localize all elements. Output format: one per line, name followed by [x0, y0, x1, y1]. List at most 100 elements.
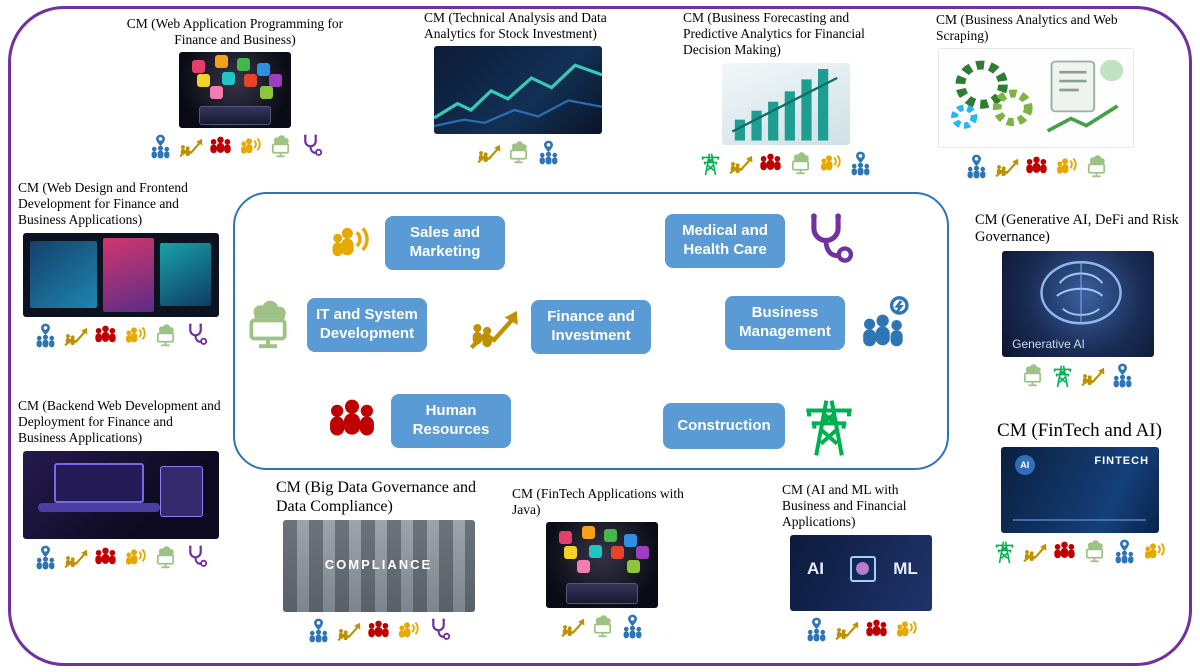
growth-chart-icon	[994, 159, 1018, 178]
sector-medical-and-health-care: Medical and Health Care	[665, 212, 855, 270]
app-tile	[624, 534, 638, 548]
location-people-icon	[851, 151, 870, 176]
app-tile	[604, 529, 618, 543]
module-sector-icons	[18, 323, 223, 348]
module-sector-icons	[930, 154, 1142, 179]
hr-people-icon	[368, 620, 389, 638]
module-thumbnail	[434, 46, 602, 135]
app-tile	[563, 546, 577, 560]
sectors-panel: Sales and Marketing Medical and Health Ca…	[233, 192, 949, 470]
growth-chart-icon	[469, 310, 518, 350]
design-panel	[102, 237, 154, 312]
power-tower-icon	[995, 541, 1014, 563]
app-tile	[192, 59, 206, 73]
module-sector-icons	[975, 363, 1180, 388]
power-tower-icon	[701, 153, 720, 175]
cloud-monitor-icon	[249, 300, 287, 349]
cloud-monitor-icon	[1087, 155, 1105, 178]
module-card: CM (Big Data Governance and Data Complia…	[276, 478, 481, 643]
growth-chart-icon	[1081, 367, 1105, 386]
module-card: CM (Backend Web Development and Deployme…	[18, 398, 223, 570]
growth-chart-icon	[729, 155, 753, 174]
module-card: CM (Technical Analysis and Data Analytic…	[424, 10, 612, 165]
announcer-people-icon	[1056, 158, 1077, 175]
thumbnail-text: FINTECH	[1094, 454, 1150, 467]
announcer-people-icon	[821, 154, 841, 171]
app-tile	[257, 63, 271, 76]
sector-label: Human Resources	[391, 394, 511, 448]
hr-people-icon	[325, 394, 379, 448]
sector-business-management: Business Management	[725, 296, 911, 350]
sector-label: IT and System Development	[307, 298, 427, 352]
app-tile	[196, 73, 210, 87]
cloud-monitor-icon	[156, 545, 175, 568]
stethoscope-icon	[189, 323, 208, 345]
cloud-monitor-icon	[1023, 364, 1042, 386]
app-tile	[214, 55, 228, 69]
location-people-icon	[1115, 539, 1134, 564]
app-tile	[581, 525, 595, 539]
module-sector-icons	[972, 539, 1187, 564]
module-title: CM (AI and ML with Business and Financia…	[782, 482, 907, 530]
cloud-monitor-icon	[509, 141, 527, 164]
cloud-monitor-icon	[271, 135, 289, 158]
module-thumbnail	[22, 232, 219, 317]
laptop-screen	[53, 462, 145, 504]
stethoscope-icon	[797, 212, 855, 270]
stethoscope-icon	[189, 545, 208, 567]
app-tile	[559, 530, 573, 544]
chip-icon	[849, 555, 876, 582]
city-backdrop	[282, 520, 475, 613]
thumbnail-text: Generative AI	[1012, 337, 1085, 352]
laptop-base	[38, 503, 160, 513]
growth-chart-icon	[64, 549, 88, 568]
design-panel	[159, 242, 211, 307]
app-tile	[588, 544, 602, 558]
cloud-monitor-icon	[1085, 540, 1104, 562]
module-thumbnail	[179, 52, 291, 129]
app-tile	[259, 85, 273, 99]
announcer-people-icon	[126, 326, 146, 343]
module-card: CM (Web Application Programming for Fina…	[105, 16, 365, 159]
growth-chart-icon	[467, 301, 519, 353]
server-panel	[159, 466, 203, 518]
hr-people-icon	[760, 153, 781, 170]
module-sector-icons	[276, 618, 481, 643]
announcer-people-icon	[896, 620, 917, 637]
module-sector-icons	[512, 614, 692, 639]
location-people-icon	[151, 135, 169, 159]
module-title: CM (Web Design and Frontend Development …	[18, 180, 188, 228]
app-tile	[237, 58, 251, 72]
module-thumbnail: Generative AI	[1001, 250, 1154, 357]
location-people-icon	[807, 617, 825, 642]
module-sector-icons	[105, 134, 365, 159]
power-tower-icon	[797, 394, 861, 458]
sector-sales-and-marketing: Sales and Marketing	[327, 216, 505, 270]
hr-people-icon	[330, 399, 374, 436]
app-tile	[626, 560, 640, 574]
cloud-monitor-icon	[241, 298, 295, 352]
cloud-monitor-icon	[593, 615, 611, 638]
location-people-icon	[309, 619, 328, 643]
module-thumbnail	[22, 450, 219, 539]
thumbnail-text: ML	[893, 558, 918, 578]
module-thumbnail: COMPLIANCE	[282, 520, 475, 613]
idea-people-icon	[857, 296, 911, 350]
stethoscope-icon	[811, 213, 854, 263]
sector-finance-and-investment: Finance and Investment	[467, 300, 651, 354]
gears-graphic	[951, 60, 1124, 133]
module-card: CM (Generative AI, DeFi and Risk Governa…	[975, 212, 1180, 388]
module-title: CM (Generative AI, DeFi and Risk Governa…	[975, 212, 1179, 246]
hr-people-icon	[95, 547, 116, 564]
module-card: CM (AI and ML with Business and Financia…	[782, 482, 940, 642]
app-tile	[210, 85, 224, 99]
announcer-people-icon	[332, 227, 369, 257]
module-title: CM (Technical Analysis and Data Analytic…	[424, 10, 607, 42]
tablet-shape	[566, 583, 638, 605]
growth-chart-icon	[560, 619, 584, 638]
power-tower-icon	[806, 400, 852, 456]
module-title: CM (Business Forecasting and Predictive …	[683, 10, 865, 58]
module-sector-icons	[782, 617, 940, 642]
